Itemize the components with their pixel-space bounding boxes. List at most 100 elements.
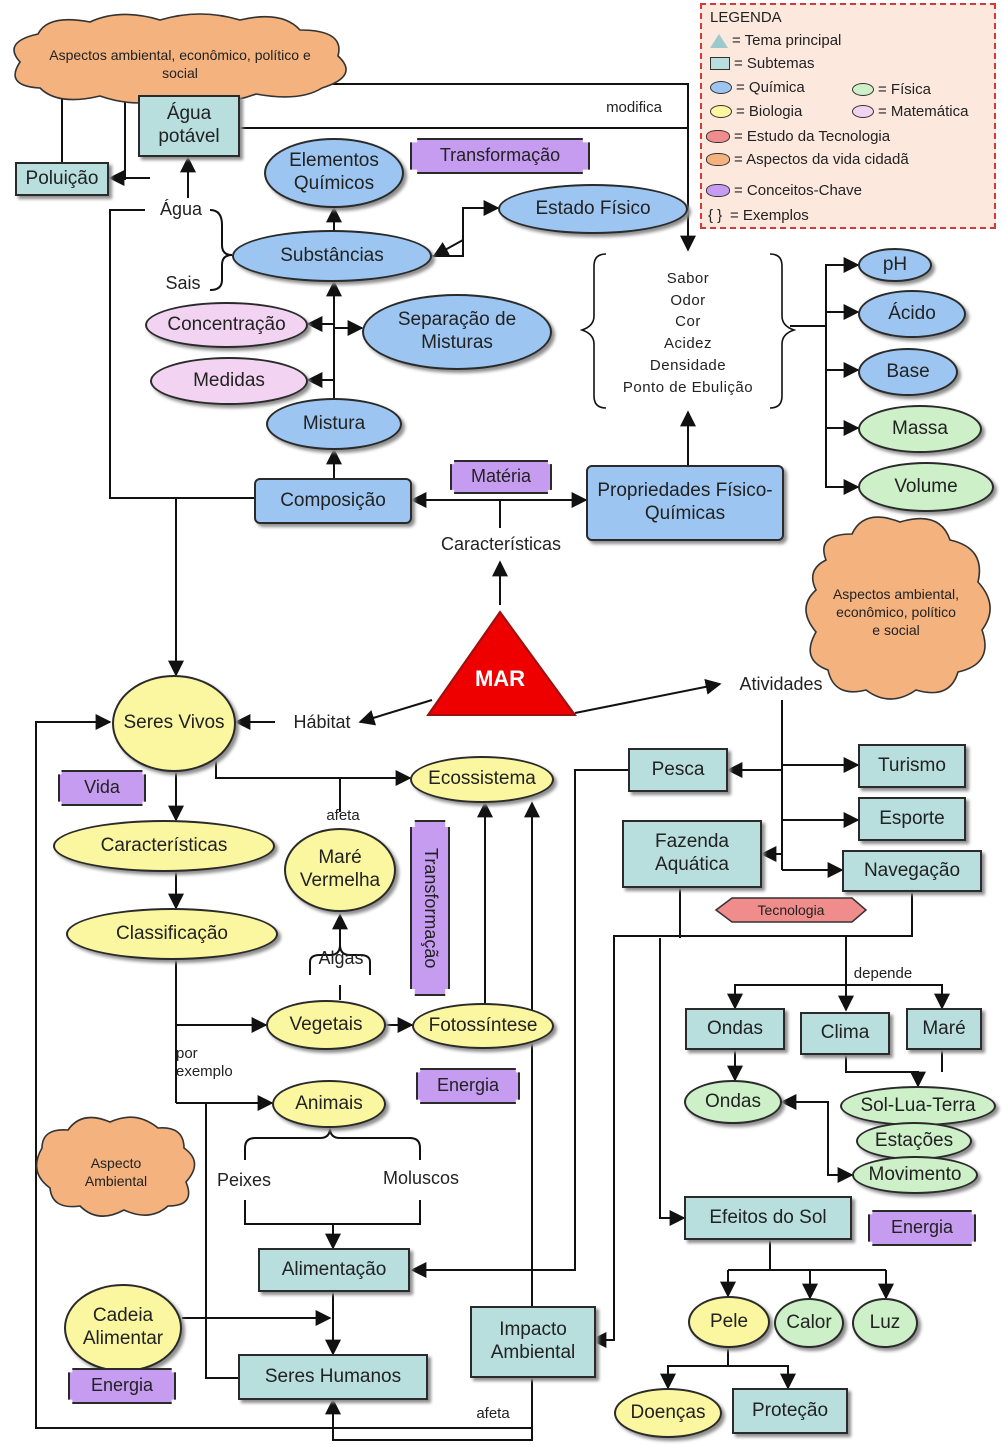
node-sais: Sais bbox=[165, 273, 201, 294]
node-caracteristicas-top: Características bbox=[440, 534, 562, 555]
connector bbox=[205, 1103, 238, 1379]
node-seres-vivos: Seres Vivos bbox=[112, 675, 236, 772]
concept-transformacao-top: Transformação bbox=[410, 138, 590, 174]
ellipse-icon bbox=[710, 105, 732, 118]
edge-label-afeta-top: afeta bbox=[326, 807, 360, 824]
connector bbox=[825, 326, 860, 495]
node-mare: Maré bbox=[906, 1008, 982, 1050]
cloud-aspectos-top: Aspectos ambiental, econômico, político … bbox=[49, 46, 311, 81]
cloud-aspectos-right: Aspectos ambiental, econômico, político … bbox=[832, 585, 960, 639]
property-cor: Cor bbox=[675, 313, 701, 331]
legend-item-matematica: = Matemática bbox=[852, 103, 968, 120]
node-mistura: Mistura bbox=[266, 398, 402, 450]
cloud-icon bbox=[706, 153, 730, 166]
bracket-right bbox=[769, 253, 797, 409]
node-estado-fisico: Estado Físico bbox=[498, 184, 688, 234]
node-ondas-box: Ondas bbox=[685, 1008, 785, 1050]
node-agua: Água bbox=[159, 199, 203, 220]
node-impacto-ambiental: Impacto Ambiental bbox=[470, 1306, 596, 1378]
node-propriedades: Propriedades Físico-Químicas bbox=[586, 465, 784, 541]
connector bbox=[109, 209, 176, 499]
node-efeitos-do-sol: Efeitos do Sol bbox=[684, 1196, 852, 1240]
node-substancias: Substâncias bbox=[232, 230, 432, 282]
connector bbox=[790, 257, 860, 327]
properties-list: Sabor Odor Cor Acidez Densidade Ponto de… bbox=[606, 262, 770, 404]
tech-badge-icon bbox=[706, 130, 730, 143]
ellipse-icon bbox=[852, 83, 874, 96]
connector bbox=[325, 1398, 533, 1441]
connector bbox=[35, 714, 533, 1429]
node-movimento: Movimento bbox=[852, 1156, 978, 1194]
legend-item-exemplos: { }= Exemplos bbox=[708, 206, 809, 224]
connector bbox=[432, 200, 500, 257]
node-habitat: Hábitat bbox=[293, 712, 351, 733]
legend-title: LEGENDA bbox=[710, 9, 782, 26]
cloud-left-shape bbox=[35, 1116, 196, 1217]
mar-triangle bbox=[426, 610, 577, 716]
node-concentracao: Concentração bbox=[145, 302, 308, 348]
concept-vida: Vida bbox=[58, 770, 146, 806]
node-composicao: Composição bbox=[254, 478, 412, 524]
connector bbox=[244, 1200, 421, 1225]
triangle-icon bbox=[710, 33, 728, 48]
node-esporte: Esporte bbox=[858, 797, 966, 841]
node-medidas: Medidas bbox=[150, 357, 308, 405]
node-caracteristicas-bio: Características bbox=[53, 820, 275, 872]
legend-item-quimica: = Química bbox=[710, 79, 805, 96]
legend-item-biologia: = Biologia bbox=[710, 103, 802, 120]
node-seres-humanos: Seres Humanos bbox=[238, 1354, 428, 1400]
node-animais: Animais bbox=[272, 1080, 386, 1128]
connector bbox=[175, 960, 268, 1033]
node-acido: Ácido bbox=[858, 290, 966, 338]
connector bbox=[660, 1348, 729, 1390]
connector bbox=[659, 938, 686, 1226]
cloud-shapes bbox=[13, 13, 991, 1217]
node-moluscos: Moluscos bbox=[382, 1168, 460, 1189]
node-ph: pH bbox=[858, 248, 932, 282]
connector bbox=[432, 239, 464, 257]
node-clima: Clima bbox=[800, 1012, 890, 1055]
node-volume: Volume bbox=[858, 462, 994, 512]
concept-materia: Matéria bbox=[450, 460, 552, 494]
property-densidade: Densidade bbox=[649, 356, 727, 374]
node-massa: Massa bbox=[858, 405, 982, 453]
concept-energia-middle: Energia bbox=[416, 1068, 520, 1104]
brackets-icon: { } bbox=[708, 206, 723, 224]
connector bbox=[574, 678, 722, 714]
concept-icon bbox=[706, 184, 730, 197]
connector bbox=[728, 1365, 796, 1390]
connector bbox=[727, 984, 846, 1010]
ellipse-icon bbox=[852, 105, 874, 118]
node-alimentacao: Alimentação bbox=[258, 1248, 410, 1292]
node-agua-potavel: Água potável bbox=[138, 95, 240, 157]
tecnologia-badge bbox=[714, 897, 868, 923]
ellipse-icon bbox=[710, 81, 732, 94]
node-atividades: Atividades bbox=[739, 674, 823, 695]
connector bbox=[780, 1094, 852, 1176]
node-peixes: Peixes bbox=[216, 1170, 272, 1191]
legend-item-conceitos: = Conceitos-Chave bbox=[706, 182, 862, 199]
node-cadeia-alimentar: Cadeia Alimentar bbox=[64, 1284, 182, 1372]
edge-label-por-exemplo: por exemplo bbox=[176, 1045, 233, 1080]
node-sol-lua-terra: Sol-Lua-Terra bbox=[840, 1086, 996, 1126]
node-ecossistema: Ecossistema bbox=[410, 756, 554, 803]
concept-energia-right: Energia bbox=[868, 1210, 976, 1246]
node-poluicao: Poluição bbox=[15, 162, 109, 196]
node-elementos-quimicos: Elementos Químicos bbox=[264, 138, 404, 208]
node-separacao-misturas: Separação de Misturas bbox=[362, 294, 552, 370]
property-odor: Odor bbox=[670, 291, 706, 309]
connector bbox=[410, 769, 628, 1278]
connector bbox=[846, 984, 950, 1010]
node-turismo: Turismo bbox=[858, 744, 966, 788]
node-pesca: Pesca bbox=[628, 748, 728, 792]
legend-item-tecnologia: = Estudo da Tecnologia bbox=[706, 128, 890, 145]
node-tecnologia: Tecnologia bbox=[757, 901, 825, 918]
node-pele: Pele bbox=[688, 1296, 770, 1348]
node-fotossintese: Fotossíntese bbox=[412, 1003, 554, 1049]
property-ponto-ebulicao: Ponto de Ebulição bbox=[622, 378, 754, 396]
node-classificacao: Classificação bbox=[66, 908, 278, 960]
connector bbox=[590, 892, 913, 1348]
node-fazenda-aquatica: Fazenda Aquática bbox=[622, 820, 762, 888]
node-mare-vermelha: Maré Vermelha bbox=[284, 828, 396, 912]
